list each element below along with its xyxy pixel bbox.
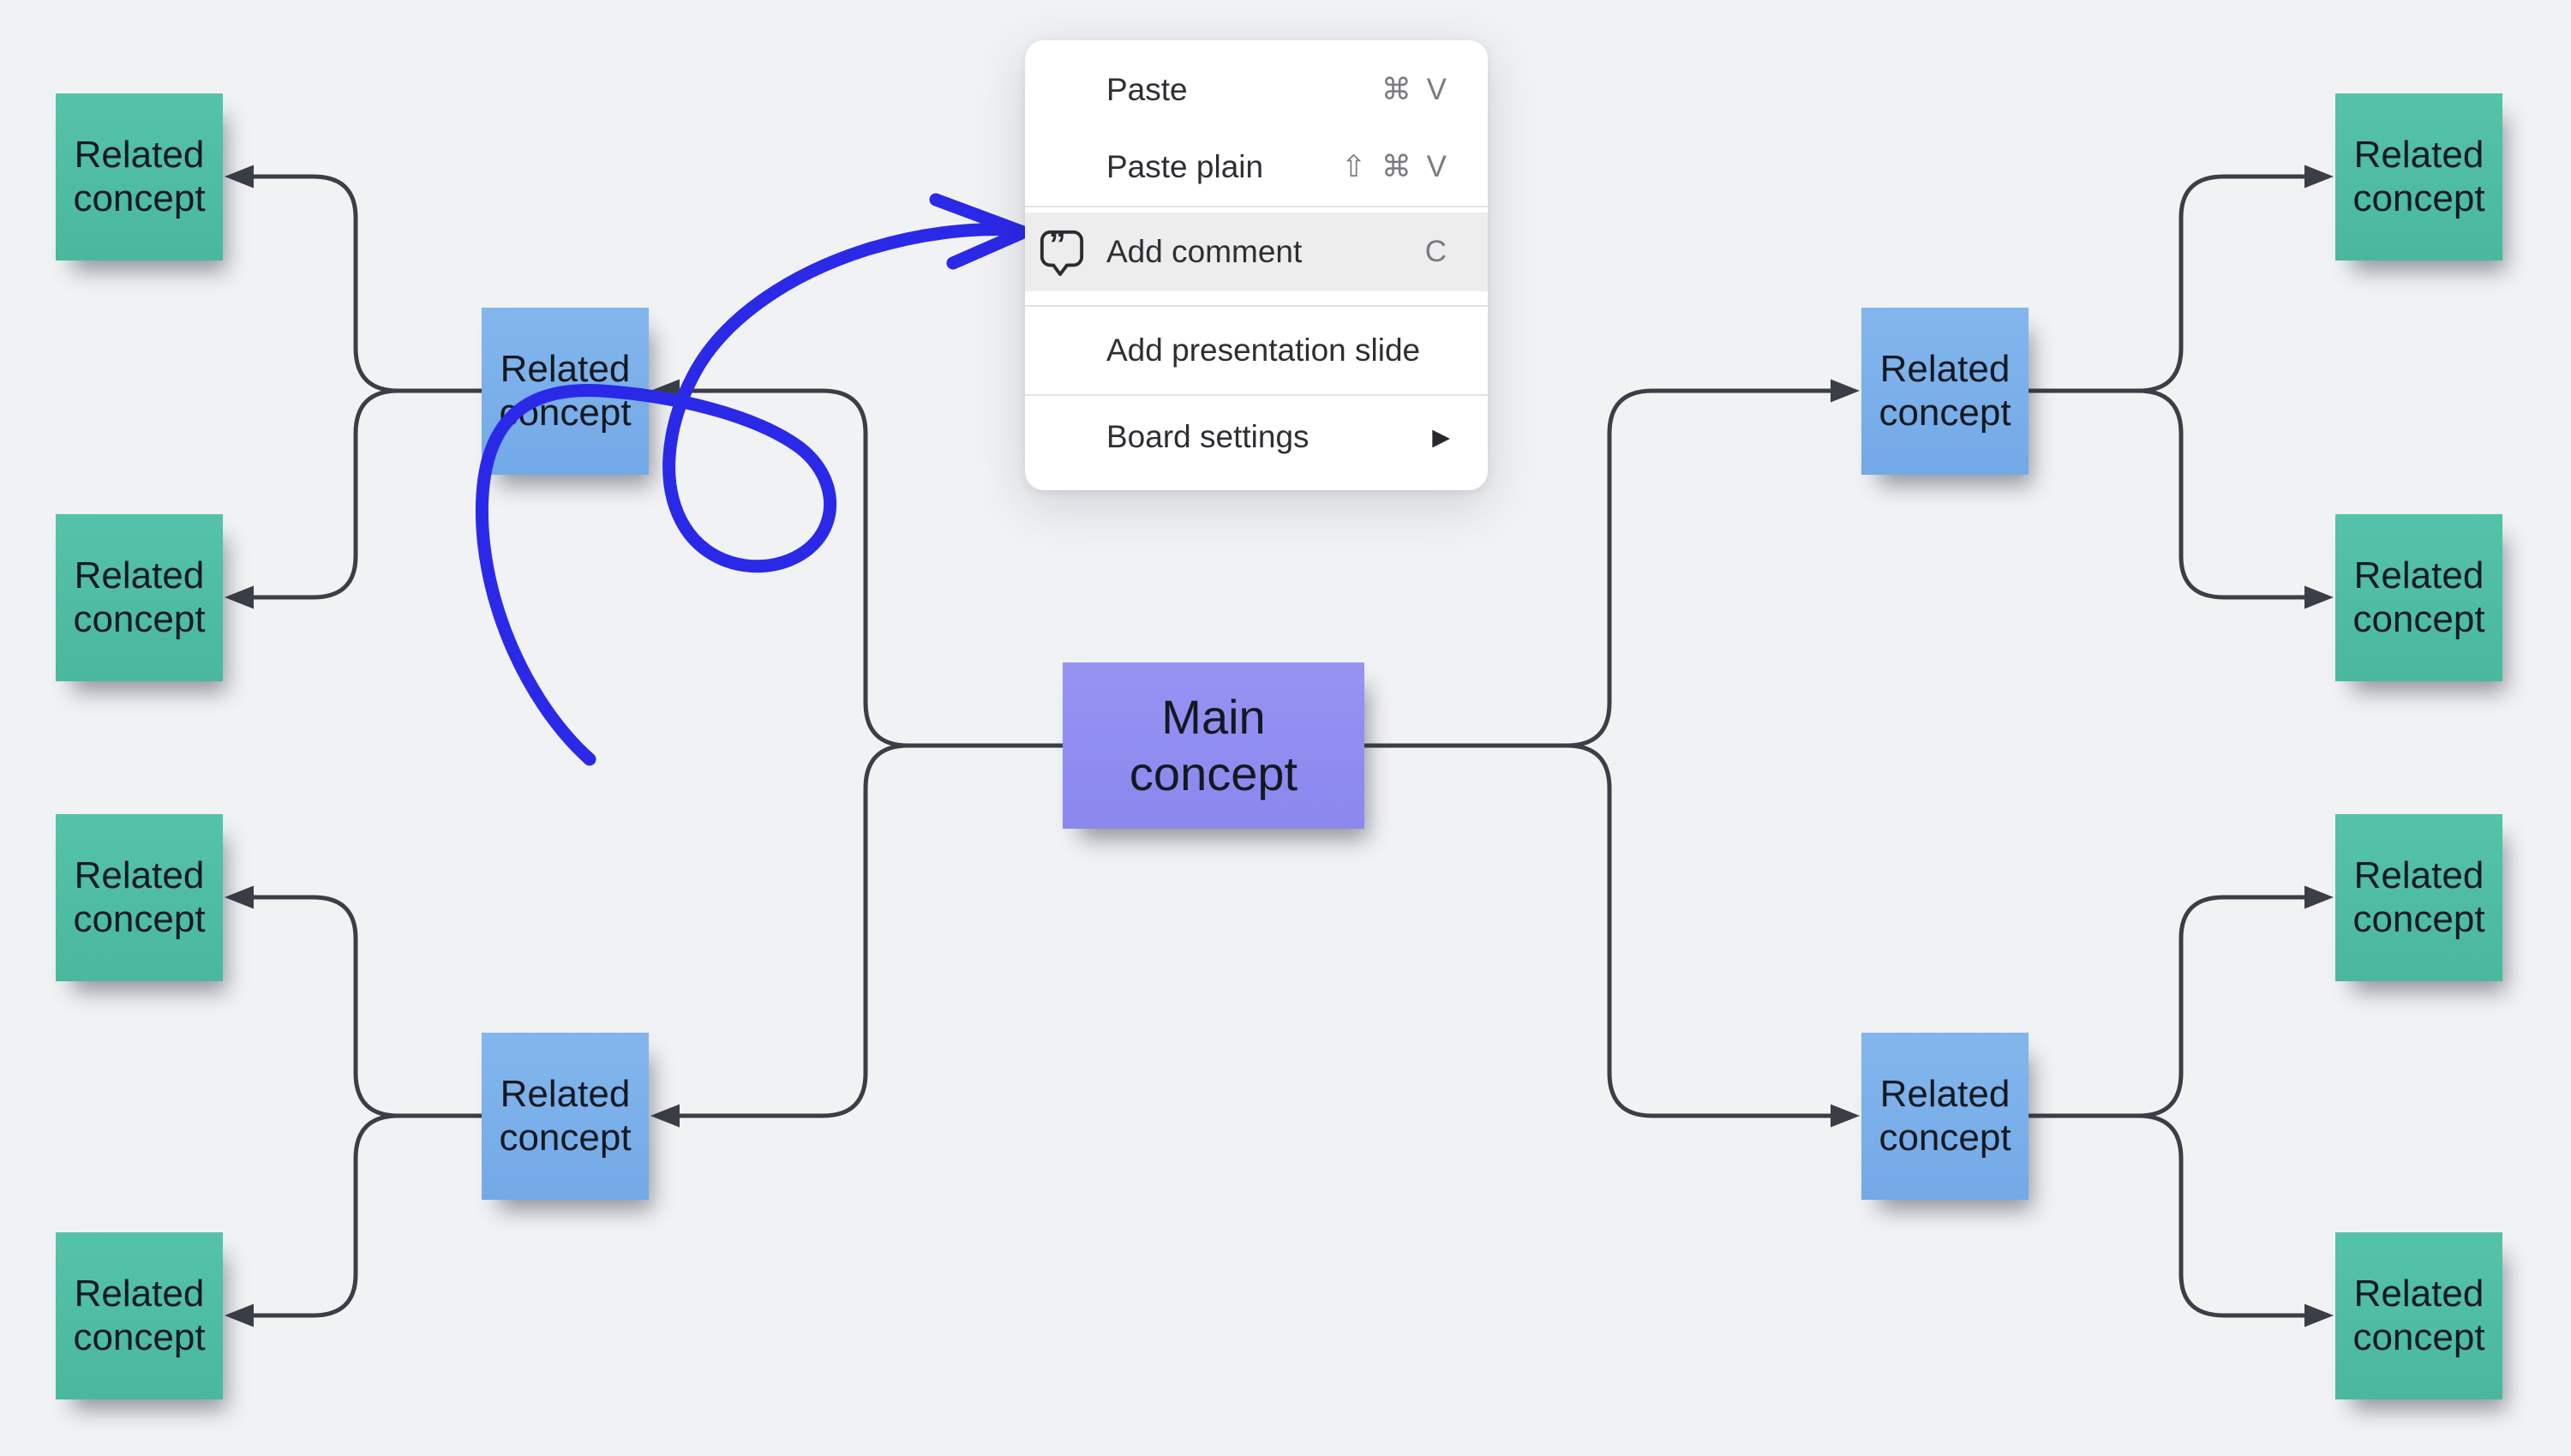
arrowhead-icon <box>225 165 254 189</box>
note-text: Related concept <box>2352 1272 2485 1358</box>
note-text: Related concept <box>73 554 206 640</box>
connector <box>2026 388 2310 600</box>
sticky-note-related[interactable]: Related concept <box>2335 814 2502 981</box>
sticky-note-related[interactable]: Related concept <box>56 1232 223 1399</box>
menu-divider <box>1025 206 1488 207</box>
menu-item-label: Board settings <box>1106 419 1309 454</box>
arrowhead-icon <box>225 1303 254 1327</box>
sticky-note-related[interactable]: Related concept <box>2335 93 2502 261</box>
sticky-note-related[interactable]: Related concept <box>482 308 649 475</box>
sticky-note-main[interactable]: Main concept <box>1063 662 1364 829</box>
menu-item-shortcut: ⌘ V <box>1381 73 1450 106</box>
arrowhead-icon <box>225 585 254 609</box>
menu-item-paste[interactable]: Paste ⌘ V <box>1025 51 1488 129</box>
menu-item-paste-plain[interactable]: Paste plain ⇧ ⌘ V <box>1025 129 1488 206</box>
menu-item-shortcut: ⇧ ⌘ V <box>1340 150 1450 183</box>
note-text: Related concept <box>499 347 632 434</box>
menu-divider <box>1025 305 1488 307</box>
sticky-note-related[interactable]: Related concept <box>482 1033 649 1200</box>
context-menu: Paste ⌘ V Paste plain ⇧ ⌘ V ” Add commen… <box>1025 40 1488 490</box>
connector <box>2026 1113 2310 1318</box>
note-text: Related concept <box>499 1072 632 1159</box>
sticky-note-related[interactable]: Related concept <box>2335 1232 2502 1399</box>
connector <box>1362 388 1837 748</box>
note-text: Main concept <box>1129 689 1298 800</box>
note-text: Related concept <box>73 133 206 219</box>
arrowhead-icon <box>2304 1303 2334 1327</box>
connector <box>1362 743 1837 1118</box>
menu-item-board-settings[interactable]: Board settings ▶ <box>1025 396 1488 478</box>
connector <box>248 388 484 600</box>
menu-divider <box>1025 394 1488 396</box>
note-text: Related concept <box>1879 347 2011 434</box>
arrowhead-icon <box>650 1104 680 1128</box>
menu-item-label: Add presentation slide <box>1106 333 1421 368</box>
sticky-note-related[interactable]: Related concept <box>2335 514 2502 681</box>
sticky-note-related[interactable]: Related concept <box>1861 1033 2029 1200</box>
connector <box>2026 895 2310 1118</box>
menu-item-label: Add comment <box>1106 234 1303 269</box>
svg-text:”: ” <box>1049 227 1066 264</box>
arrowhead-icon <box>1831 379 1860 403</box>
note-text: Related concept <box>2352 554 2485 640</box>
connector <box>248 895 484 1118</box>
connector <box>674 388 1065 748</box>
connector <box>674 743 1065 1118</box>
submenu-arrow-icon: ▶ <box>1432 423 1450 450</box>
connector <box>2026 174 2310 393</box>
arrowhead-icon <box>225 885 254 909</box>
note-text: Related concept <box>2352 133 2485 219</box>
menu-item-add-comment[interactable]: ” Add comment C <box>1025 213 1488 291</box>
sticky-note-related[interactable]: Related concept <box>56 814 223 981</box>
note-text: Related concept <box>1879 1072 2011 1159</box>
note-text: Related concept <box>73 1272 206 1358</box>
arrowhead-icon <box>2304 885 2334 909</box>
comment-quote-icon: ” <box>1040 227 1084 276</box>
arrowhead-icon <box>2304 585 2334 609</box>
menu-item-shortcut: C <box>1424 235 1450 268</box>
arrowhead-icon <box>1831 1104 1860 1128</box>
sticky-note-related[interactable]: Related concept <box>56 514 223 681</box>
sticky-note-related[interactable]: Related concept <box>1861 308 2029 475</box>
note-text: Related concept <box>73 854 206 940</box>
sticky-note-related[interactable]: Related concept <box>56 93 223 261</box>
menu-item-add-presentation-slide[interactable]: Add presentation slide <box>1025 307 1488 394</box>
menu-item-label: Paste <box>1106 72 1188 107</box>
note-text: Related concept <box>2352 854 2485 940</box>
connector <box>248 174 484 393</box>
connector <box>248 1113 484 1318</box>
menu-item-label: Paste plain <box>1106 149 1264 184</box>
arrowhead-icon <box>650 379 680 403</box>
arrowhead-icon <box>2304 165 2334 189</box>
